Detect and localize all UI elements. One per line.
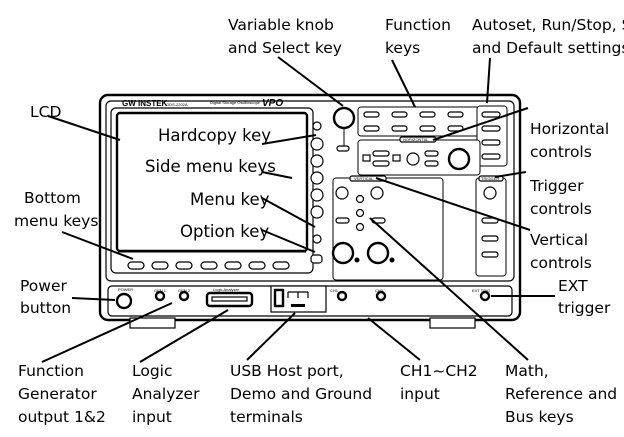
option-key[interactable]	[310, 254, 323, 264]
timebase-knob[interactable]	[447, 147, 471, 171]
gen2-connector[interactable]	[178, 290, 190, 302]
trigger-menu-key[interactable]	[481, 217, 499, 224]
gen2-label: GEN 2	[178, 288, 191, 293]
trigger-50-key[interactable]	[481, 235, 499, 242]
leader-lines	[41, 56, 555, 363]
hardcopy-key[interactable]	[312, 121, 322, 131]
autoset-key[interactable]	[481, 111, 501, 118]
bottom-key-4[interactable]	[200, 261, 218, 270]
ch1-connector[interactable]	[336, 290, 348, 302]
ground-terminal	[291, 304, 305, 307]
bottom-key-5[interactable]	[224, 261, 242, 270]
label-option-key: Option key	[180, 222, 269, 241]
front-connector-strip: POWER GEN 1 GEN 2 Logic Analyzer CH1 CH2…	[107, 285, 513, 317]
description-label: Digital Storage Oscilloscope	[210, 100, 261, 105]
logic-analyzer-label: Logic Analyzer	[213, 287, 240, 292]
trigger-controls: TRIGGER	[475, 175, 507, 277]
side-menu-key-3[interactable]	[310, 171, 324, 185]
side-menu-key-4[interactable]	[310, 188, 324, 202]
variable-knob[interactable]	[332, 106, 356, 130]
bottom-key-6[interactable]	[248, 261, 266, 270]
label-side-menu: Side menu keys	[145, 157, 276, 176]
bottom-key-1[interactable]	[127, 261, 145, 270]
side-menu-keys	[310, 121, 324, 264]
ch2-volts-knob[interactable]	[366, 241, 390, 265]
default-key[interactable]	[481, 153, 501, 160]
gen1-connector[interactable]	[154, 290, 166, 302]
ch2-label: CH2	[375, 288, 384, 293]
side-menu-key-5[interactable]	[310, 205, 324, 219]
force-trig-key[interactable]	[481, 251, 499, 258]
ch1-volts-knob[interactable]	[331, 241, 355, 265]
usb-host-port[interactable]	[273, 288, 285, 308]
ch1-key[interactable]	[335, 217, 350, 224]
vertical-controls: VERTICAL	[331, 175, 444, 281]
trigger-level-knob[interactable]	[483, 186, 497, 200]
ch2-position-knob[interactable]	[370, 186, 384, 200]
ch1-label: CH1	[330, 288, 339, 293]
run-stop-key[interactable]	[481, 125, 501, 132]
label-menu-key: Menu key	[190, 190, 270, 209]
side-menu-key-1[interactable]	[310, 137, 324, 151]
single-key[interactable]	[481, 139, 501, 146]
power-label: POWER	[118, 287, 133, 292]
bottom-key-7[interactable]	[272, 261, 290, 270]
horizontal-label: HORIZONTAL	[403, 137, 429, 142]
select-key[interactable]	[336, 145, 350, 152]
vertical-label: VERTICAL	[354, 176, 374, 181]
ch2-connector[interactable]	[375, 290, 387, 302]
label-lcd: LCD	[30, 103, 61, 121]
autoset-runstop-single-default-keys	[476, 105, 508, 167]
label-autoset: Autoset, Run/Stop, Singleand Default set…	[472, 16, 624, 57]
bottom-menu-keys	[127, 261, 290, 270]
bottom-key-2[interactable]	[151, 261, 169, 270]
vpo-logo: VPO	[262, 98, 283, 109]
bus-key[interactable]	[355, 222, 365, 232]
power-button[interactable]	[115, 292, 133, 310]
model-label: GDS-2202A	[166, 102, 188, 107]
function-keys	[357, 106, 481, 137]
horizontal-controls: HORIZONTAL	[357, 136, 481, 176]
reference-key[interactable]	[355, 208, 365, 218]
math-key[interactable]	[355, 194, 365, 204]
ext-trig-label: EXT TRIG	[472, 288, 490, 293]
menu-off-key[interactable]	[312, 234, 322, 244]
trigger-label: TRIGGER	[481, 176, 499, 181]
side-menu-key-2[interactable]	[310, 154, 324, 168]
lcd-screen	[115, 111, 309, 253]
bottom-key-3[interactable]	[175, 261, 193, 270]
horizontal-position-knob[interactable]	[406, 152, 420, 166]
gen1-label: GEN 1	[154, 288, 167, 293]
label-hardcopy: Hardcopy key	[158, 126, 271, 145]
ch1-position-knob[interactable]	[335, 186, 349, 200]
ext-trig-connector[interactable]	[479, 290, 491, 302]
brand-logo: GW INSTEK	[122, 99, 168, 108]
